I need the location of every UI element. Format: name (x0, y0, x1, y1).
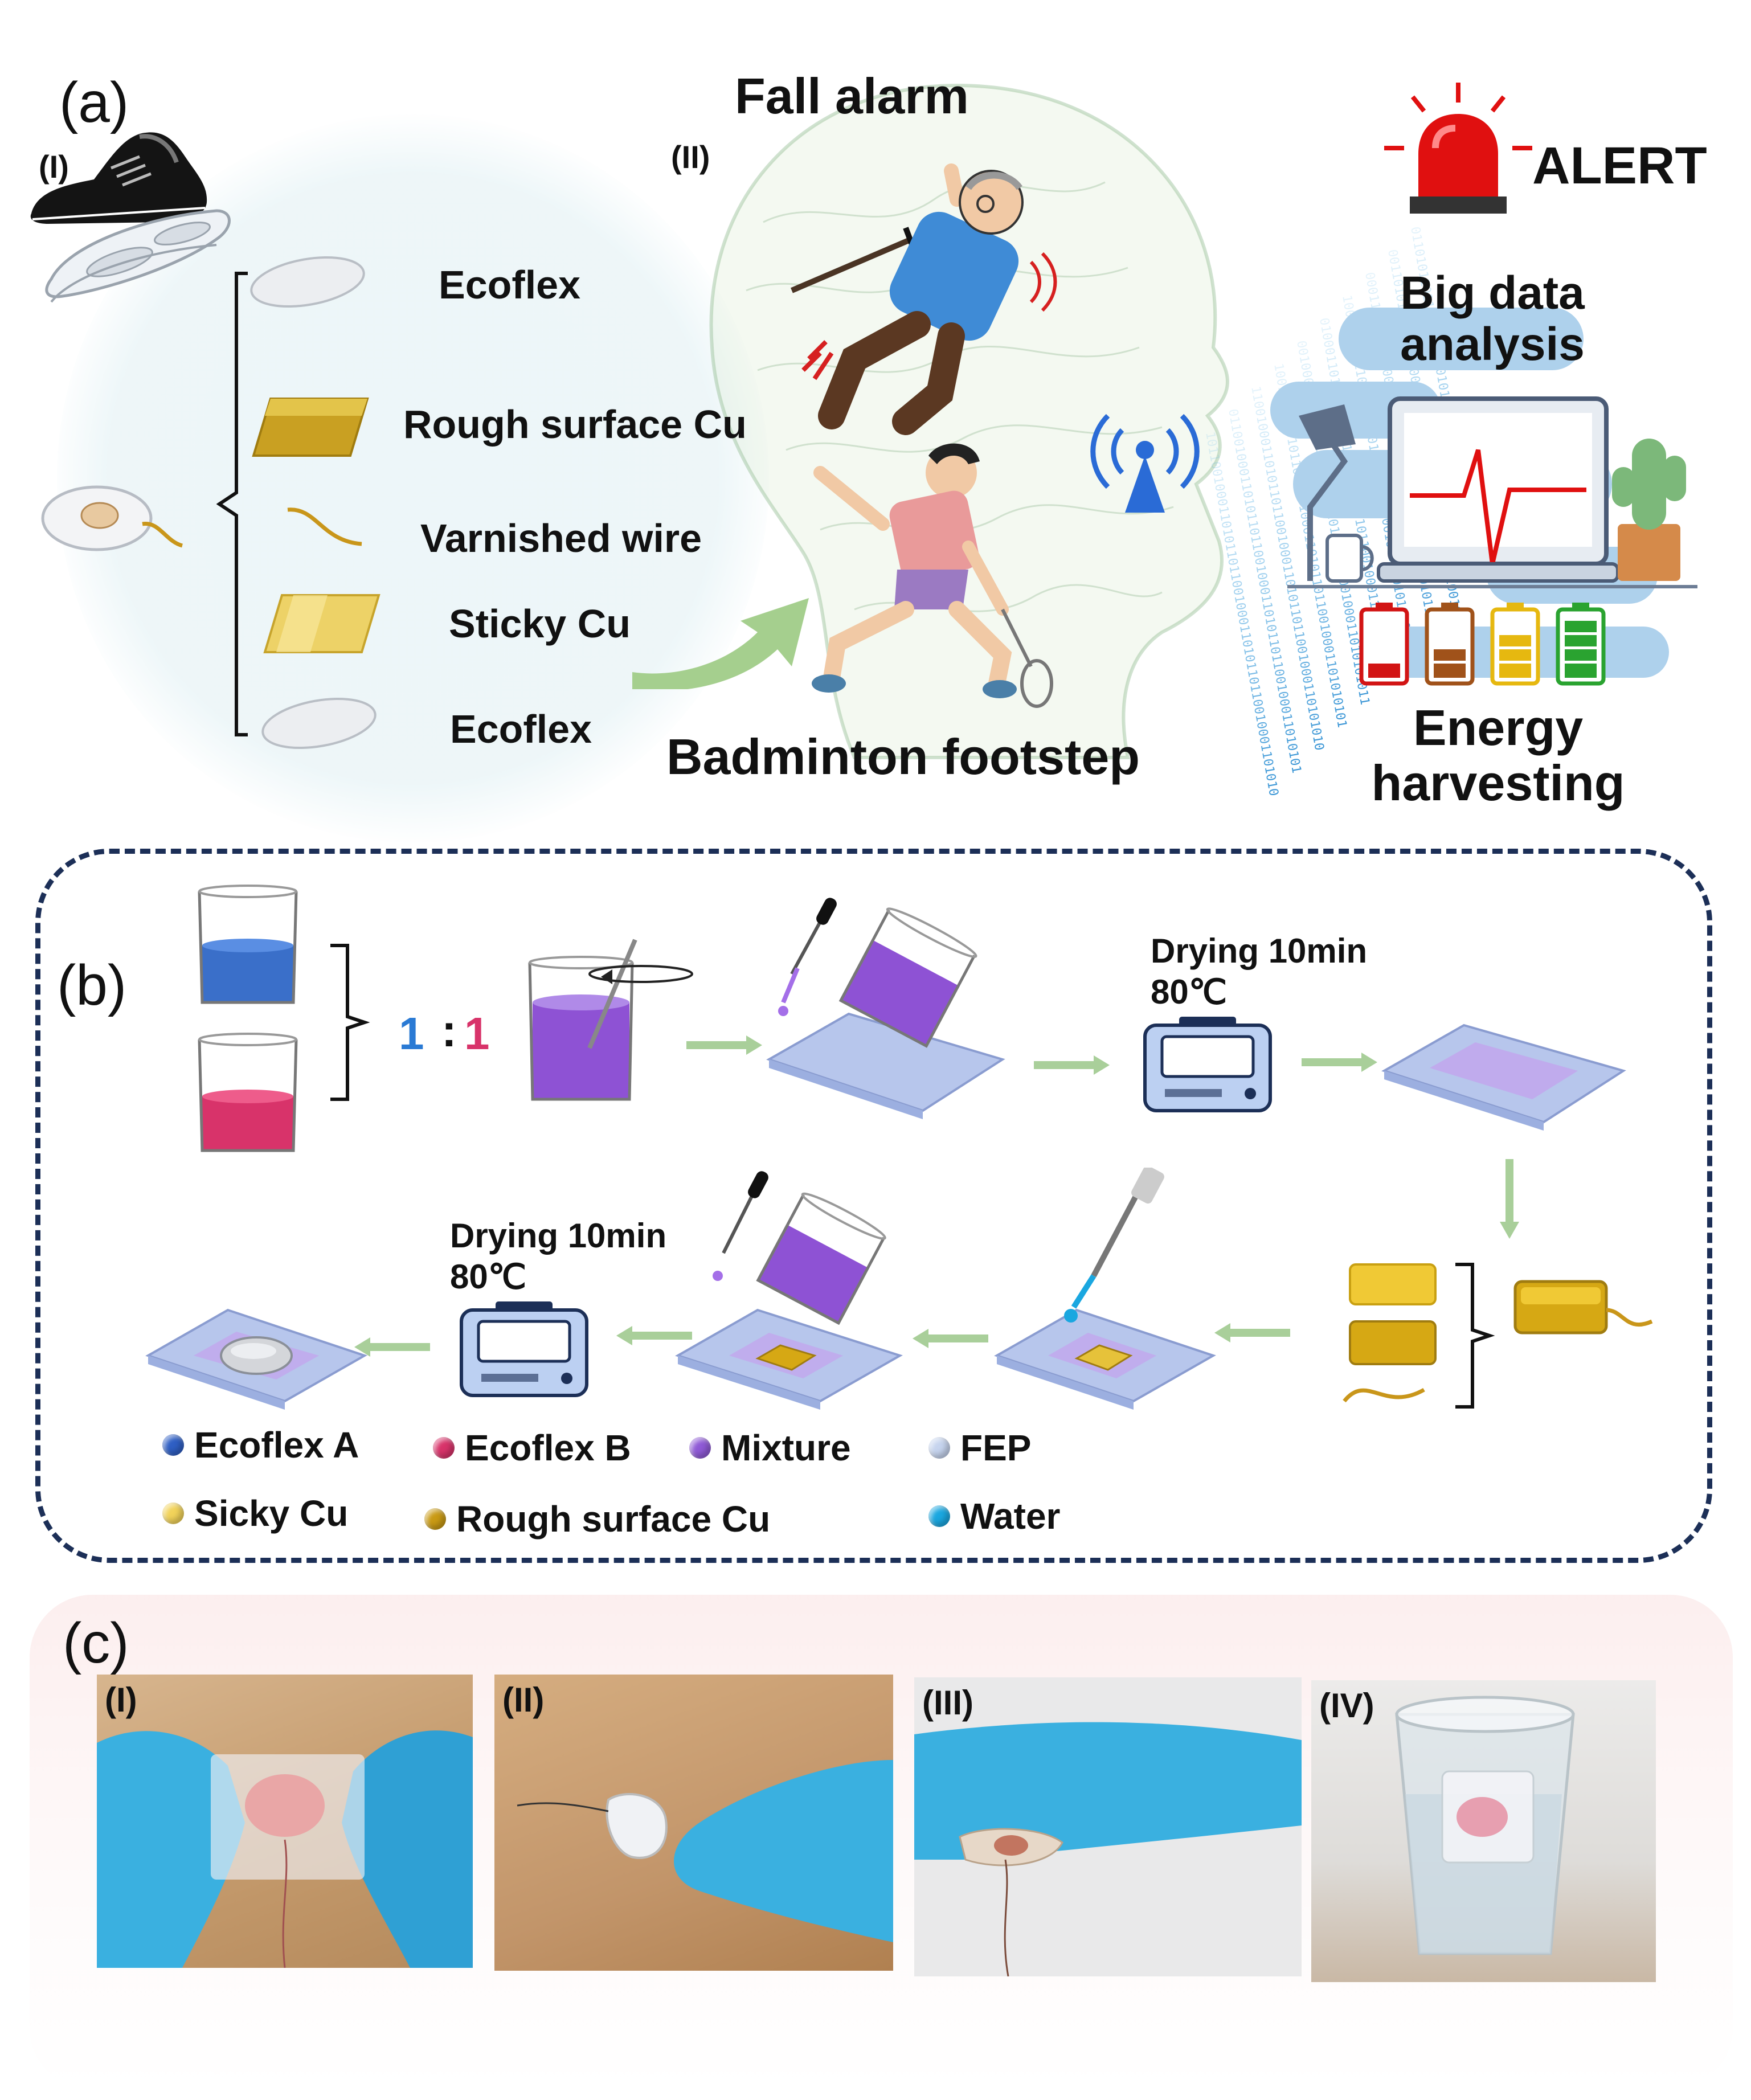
legend-text-fep: FEP (960, 1427, 1032, 1468)
panel-c-label: (c) (63, 1611, 129, 1675)
drying-label-top-line1: Drying 10min (1151, 932, 1368, 970)
layers-bracket (216, 272, 248, 736)
ratio-left: 1 (399, 1008, 424, 1059)
legend-text-mixture: Mixture (721, 1427, 851, 1468)
drying-label-top-line2: 80℃ (1151, 973, 1228, 1011)
drying-oven-bottom-icon (460, 1301, 588, 1397)
badminton-player-icon (812, 443, 1053, 708)
photo-iv-illustration (1395, 1696, 1575, 1955)
flow-arrow-4 (1214, 1323, 1290, 1342)
flow-arrow-icon (632, 598, 809, 689)
photo-ii-illustration (517, 1760, 893, 1942)
legend-dot-water (928, 1505, 950, 1527)
layer-label-ecoflex-bottom: Ecoflex (450, 707, 592, 751)
panel-b-label: (b) (57, 953, 127, 1017)
legend-sticky-cu: Sicky Cu (162, 1492, 348, 1534)
legend-fep: FEP (928, 1427, 1031, 1469)
legend-dot-ecoflex-b (433, 1437, 455, 1459)
ratio-bracket (330, 944, 370, 1101)
legend-ecoflex-a: Ecoflex A (162, 1424, 359, 1466)
photo-ii-label: (II) (502, 1681, 545, 1719)
sub-label-i: (I) (39, 149, 69, 185)
panel-b-frame (35, 849, 1712, 1563)
photo-i-label: (I) (105, 1681, 137, 1719)
photo-iii-label: (III) (922, 1684, 973, 1722)
photo-iv-label: (IV) (1319, 1686, 1374, 1725)
panel-a-label: (a) (59, 71, 129, 134)
beaker-ecoflex-b-icon (198, 1033, 298, 1152)
flow-arrow-5 (913, 1329, 988, 1348)
ecoflex-layer-bottom-icon (261, 697, 377, 750)
legend-dot-rough-cu (424, 1508, 446, 1530)
legend-dot-ecoflex-a (162, 1434, 184, 1456)
copper-bracket (1455, 1263, 1495, 1409)
legend-text-ecoflex-a: Ecoflex A (194, 1424, 359, 1466)
legend-text-water: Water (960, 1496, 1061, 1537)
alert-label: ALERT (1532, 137, 1707, 195)
layer-label-sticky-cu: Sticky Cu (449, 601, 631, 646)
varnished-wire-icon (287, 507, 362, 546)
electrode-encapsulation-icon (675, 1171, 903, 1410)
falling-person-icon (791, 163, 1057, 435)
legend-ecoflex-b: Ecoflex B (433, 1427, 631, 1469)
ecoflex-layer-icon (250, 256, 365, 308)
flow-arrow-1 (686, 1035, 762, 1055)
drying-label-bottom-line2: 80℃ (450, 1258, 527, 1296)
legend-text-rough-cu: Rough surface Cu (456, 1499, 771, 1540)
rough-cu-layer-icon (252, 398, 369, 457)
drying-label-bottom-line1: Drying 10min (450, 1217, 667, 1255)
battery-levels-icon (1359, 603, 1606, 686)
layer-label-varnished-wire: Varnished wire (420, 516, 702, 560)
drying-oven-top-icon (1143, 1017, 1272, 1112)
legend-text-ecoflex-b: Ecoflex B (465, 1427, 631, 1468)
layer-label-rough-cu: Rough surface Cu (403, 402, 747, 447)
photo-iv: (IV) (1311, 1680, 1656, 1982)
sub-label-ii: (II) (671, 139, 710, 175)
ratio-separator: : (441, 1005, 457, 1056)
legend-dot-sticky-cu (162, 1503, 184, 1524)
substrate-dropper-icon (766, 898, 1005, 1119)
legend-mixture: Mixture (689, 1427, 851, 1469)
fall-alarm-title: Fall alarm (735, 68, 969, 124)
alert-siren-icon (1384, 83, 1532, 214)
head-network-illustration (709, 83, 1229, 759)
assembled-electrode-icon (1513, 1280, 1653, 1334)
photo-i: (I) (97, 1675, 473, 1968)
sticky-cu-layer-icon (263, 594, 381, 653)
mixing-beaker-icon (528, 939, 693, 1101)
photo-iii-illustration (914, 1722, 1302, 1976)
legend-rough-cu: Rough surface Cu (424, 1498, 770, 1540)
laptop-analysis-icon (1287, 396, 1697, 588)
flow-arrow-2 (1034, 1055, 1110, 1075)
photo-i-illustration (97, 1730, 473, 1968)
legend-dot-mixture (689, 1437, 711, 1459)
photo-iii: (III) (914, 1677, 1302, 1976)
insole-icon (45, 209, 231, 303)
cured-substrate-icon (1381, 1024, 1626, 1131)
legend-water: Water (928, 1495, 1060, 1537)
copper-pieces-icon (1343, 1263, 1437, 1403)
ratio-right: 1 (464, 1008, 490, 1059)
flow-arrow-6 (616, 1326, 692, 1345)
big-data-title: Big data analysis (1400, 267, 1585, 371)
badminton-footstep-title: Badminton footstep (666, 728, 1140, 785)
shoe-icon (30, 132, 207, 224)
photo-ii: (II) (494, 1675, 893, 1971)
device-icon (41, 485, 183, 551)
flow-arrow-down (1500, 1159, 1519, 1239)
beaker-ecoflex-a-icon (198, 885, 298, 1004)
pipette-water-substrate-icon (994, 1168, 1216, 1410)
wireless-antenna-icon (1090, 414, 1200, 513)
final-device-icon (145, 1308, 367, 1410)
legend-dot-fep (928, 1437, 950, 1459)
flow-arrow-3 (1302, 1053, 1377, 1072)
energy-harvesting-title: Energy harvesting (1371, 699, 1625, 811)
legend-text-sticky-cu: Sicky Cu (194, 1493, 349, 1534)
flow-arrow-7 (354, 1337, 430, 1357)
layer-label-ecoflex-top: Ecoflex (439, 263, 580, 307)
